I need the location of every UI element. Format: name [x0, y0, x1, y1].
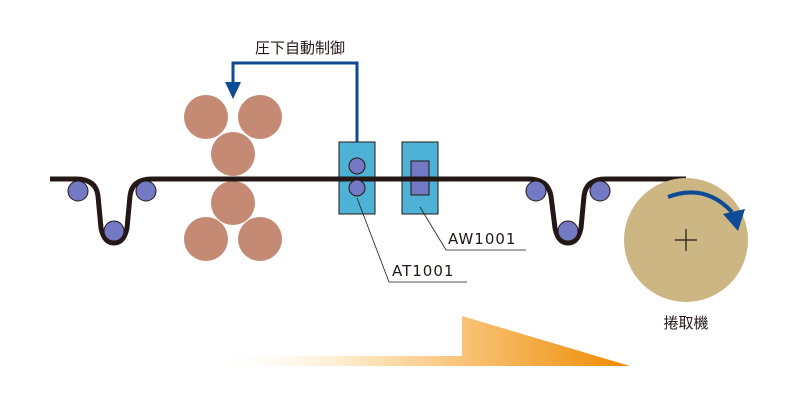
gauge-sensor-lower [348, 179, 366, 197]
thickness-gauge-leader [356, 197, 467, 283]
guide-roller [67, 180, 89, 202]
rotation-arrow-arc [667, 190, 734, 214]
thickness-gauge [330, 141, 384, 215]
winder [624, 178, 748, 302]
process-flow-arrow [210, 316, 630, 366]
backup-roll [184, 95, 228, 139]
guide-roller [557, 220, 579, 242]
feedback-label: 圧下自動制御 [255, 39, 345, 57]
feedback-arrow-line [231, 61, 359, 143]
backup-roll [184, 217, 228, 261]
thickness-gauge-label: AT1001 [392, 262, 454, 280]
work-roll-lower [211, 181, 255, 225]
guide-roller [135, 180, 157, 202]
width-gauge [396, 141, 444, 215]
guide-roller [589, 180, 611, 202]
rotation-arrow-head [723, 209, 745, 231]
feedback-arrow-head [225, 82, 241, 99]
backup-roll [238, 217, 282, 261]
gauge-sensor-upper [348, 157, 366, 175]
winder-label: 捲取機 [663, 314, 708, 332]
width-gauge-leader [419, 206, 526, 251]
guide-roller [525, 180, 547, 202]
rolling-stand [184, 95, 282, 261]
backup-roll [238, 95, 282, 139]
guide-roller [103, 220, 125, 242]
work-roll-upper [211, 132, 255, 176]
width-gauge-label: AW1001 [448, 230, 516, 248]
